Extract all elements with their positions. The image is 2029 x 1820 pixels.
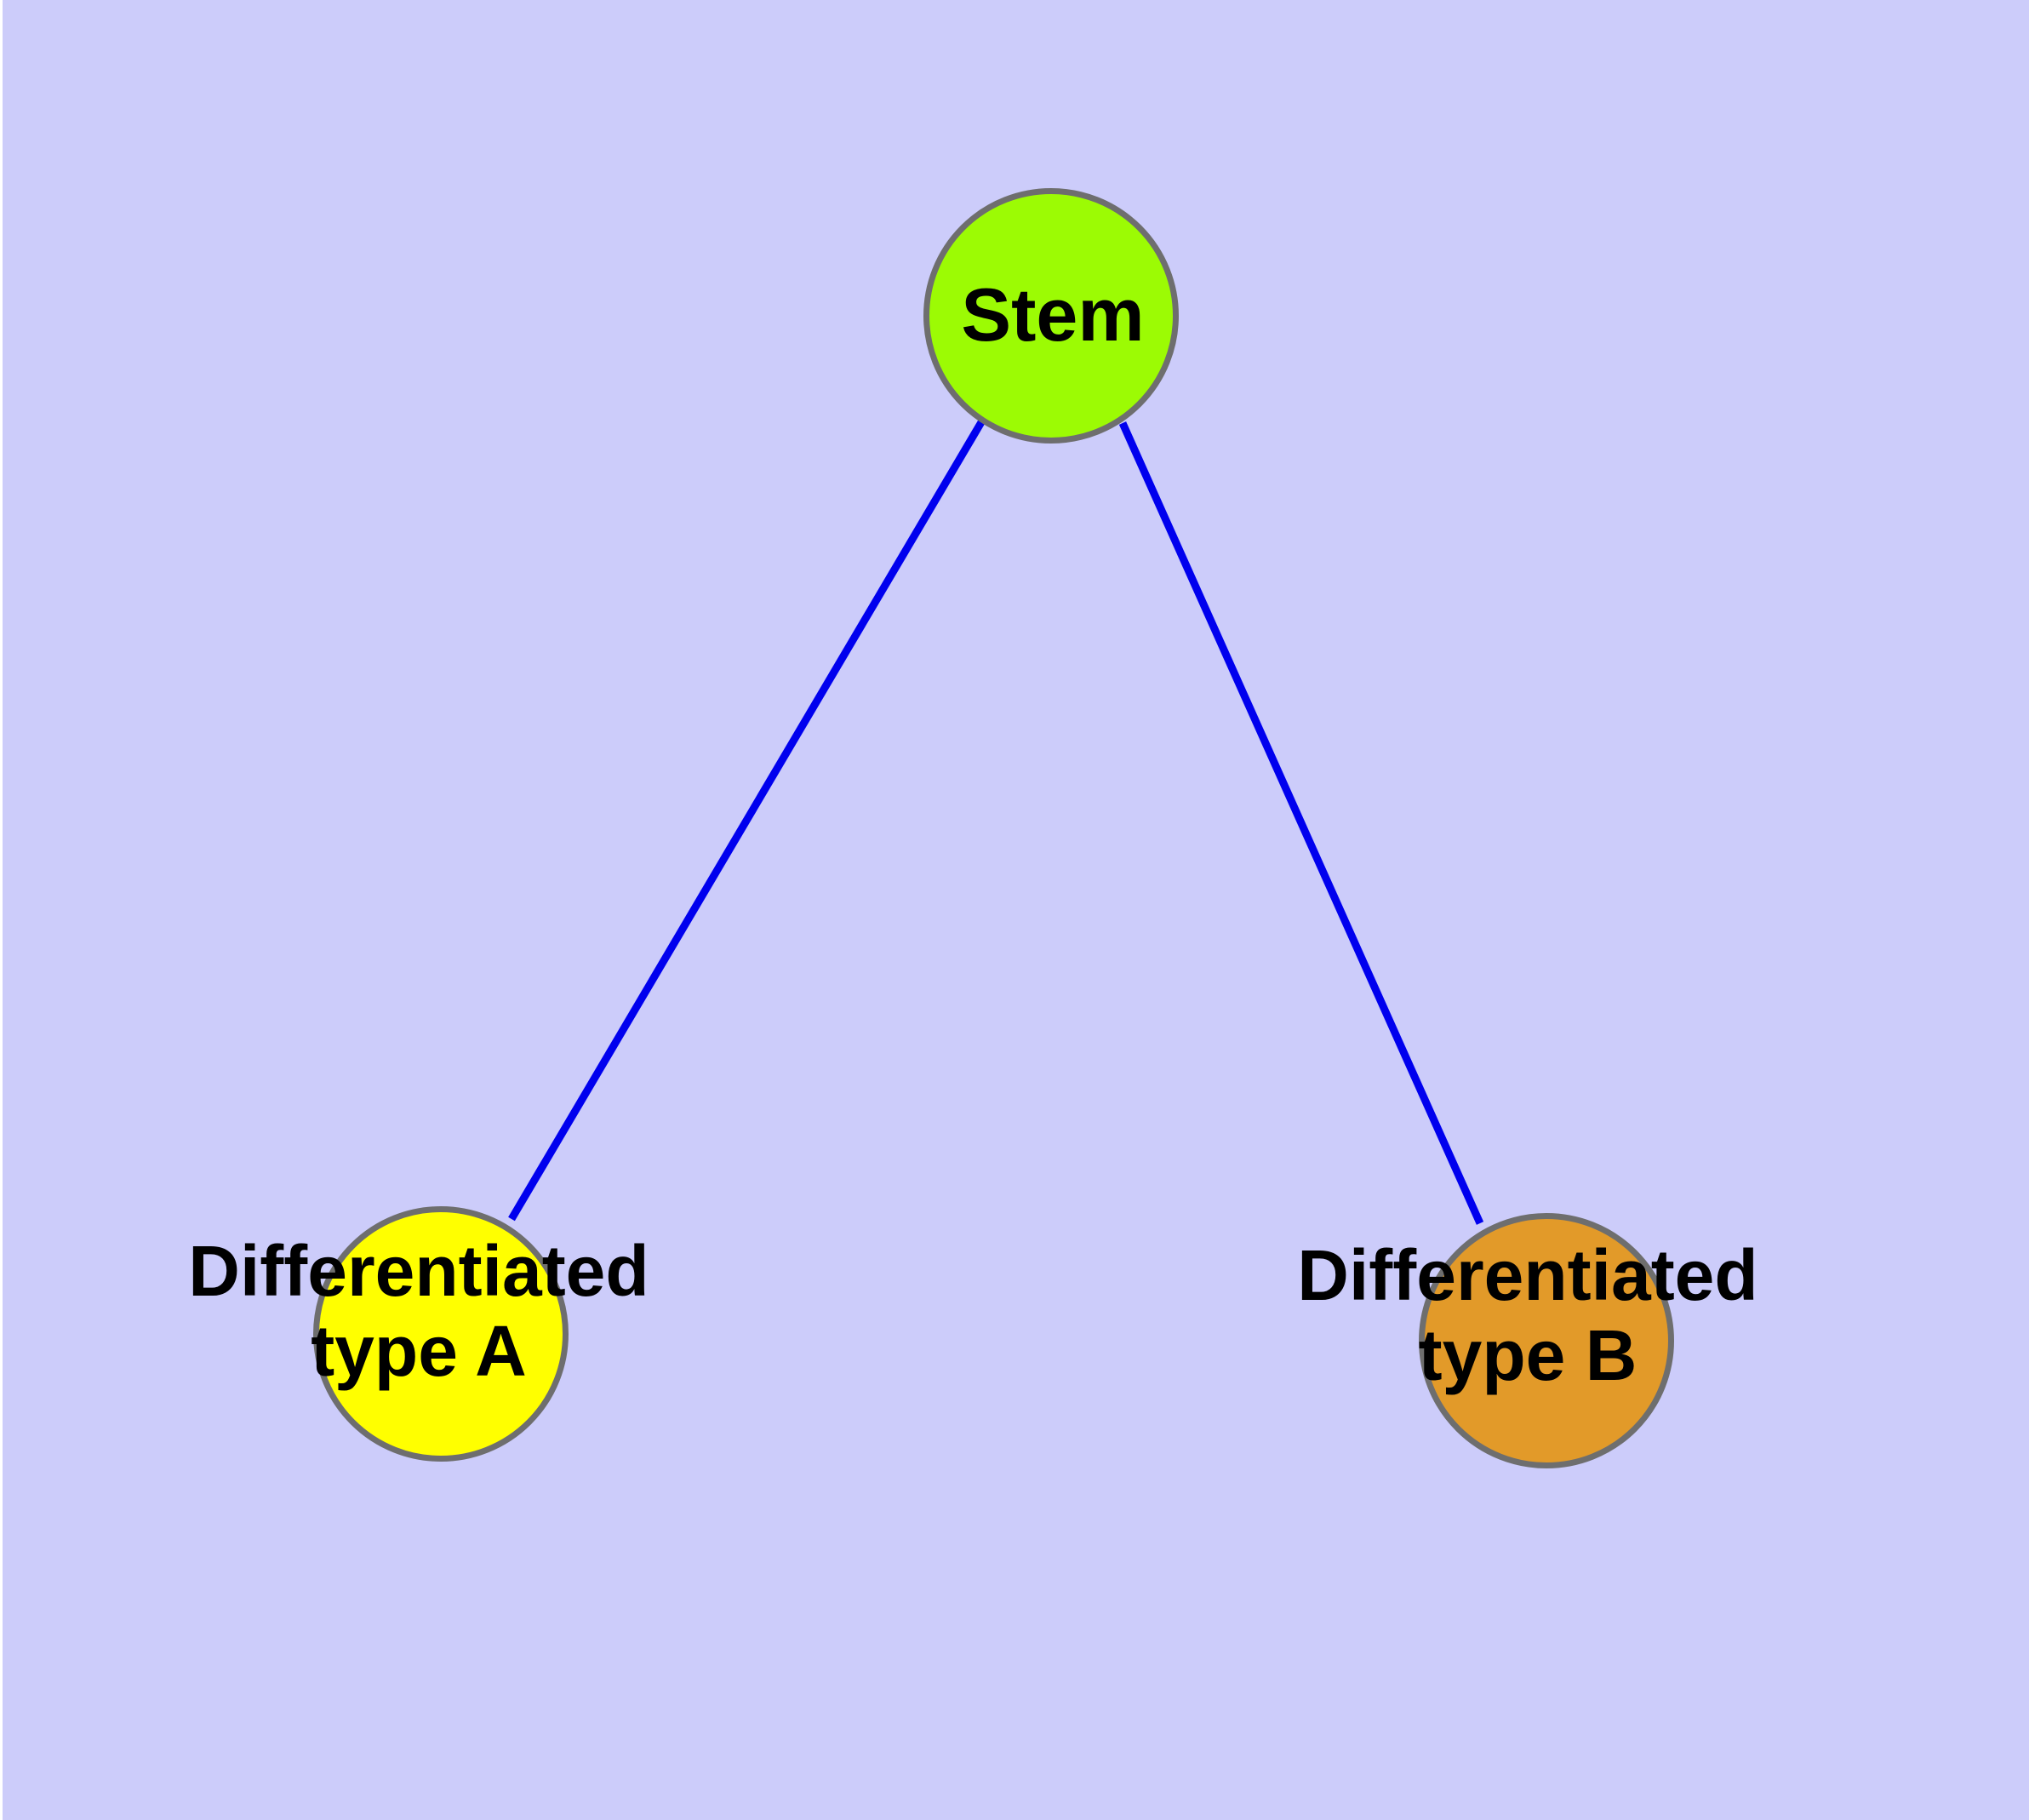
node-stem-circle[interactable] xyxy=(923,188,1179,444)
node-differentiated-type-a-circle[interactable] xyxy=(313,1206,569,1462)
node-stem[interactable]: Stem xyxy=(923,188,1179,444)
label-line: Differentiated xyxy=(188,1231,649,1311)
edge-stem-to-differentiated-type-a xyxy=(508,420,985,1222)
edge-stem-to-differentiated-type-b xyxy=(1118,421,1484,1225)
node-differentiated-type-b-circle[interactable] xyxy=(1419,1213,1674,1468)
label-line: type B xyxy=(1419,1315,1637,1395)
label-line: Stem xyxy=(961,272,1144,357)
node-stem-label: Stem xyxy=(961,272,1144,357)
edges-layer xyxy=(508,420,1484,1225)
label-line: type A xyxy=(311,1311,527,1391)
label-line: Differentiated xyxy=(1297,1235,1758,1315)
